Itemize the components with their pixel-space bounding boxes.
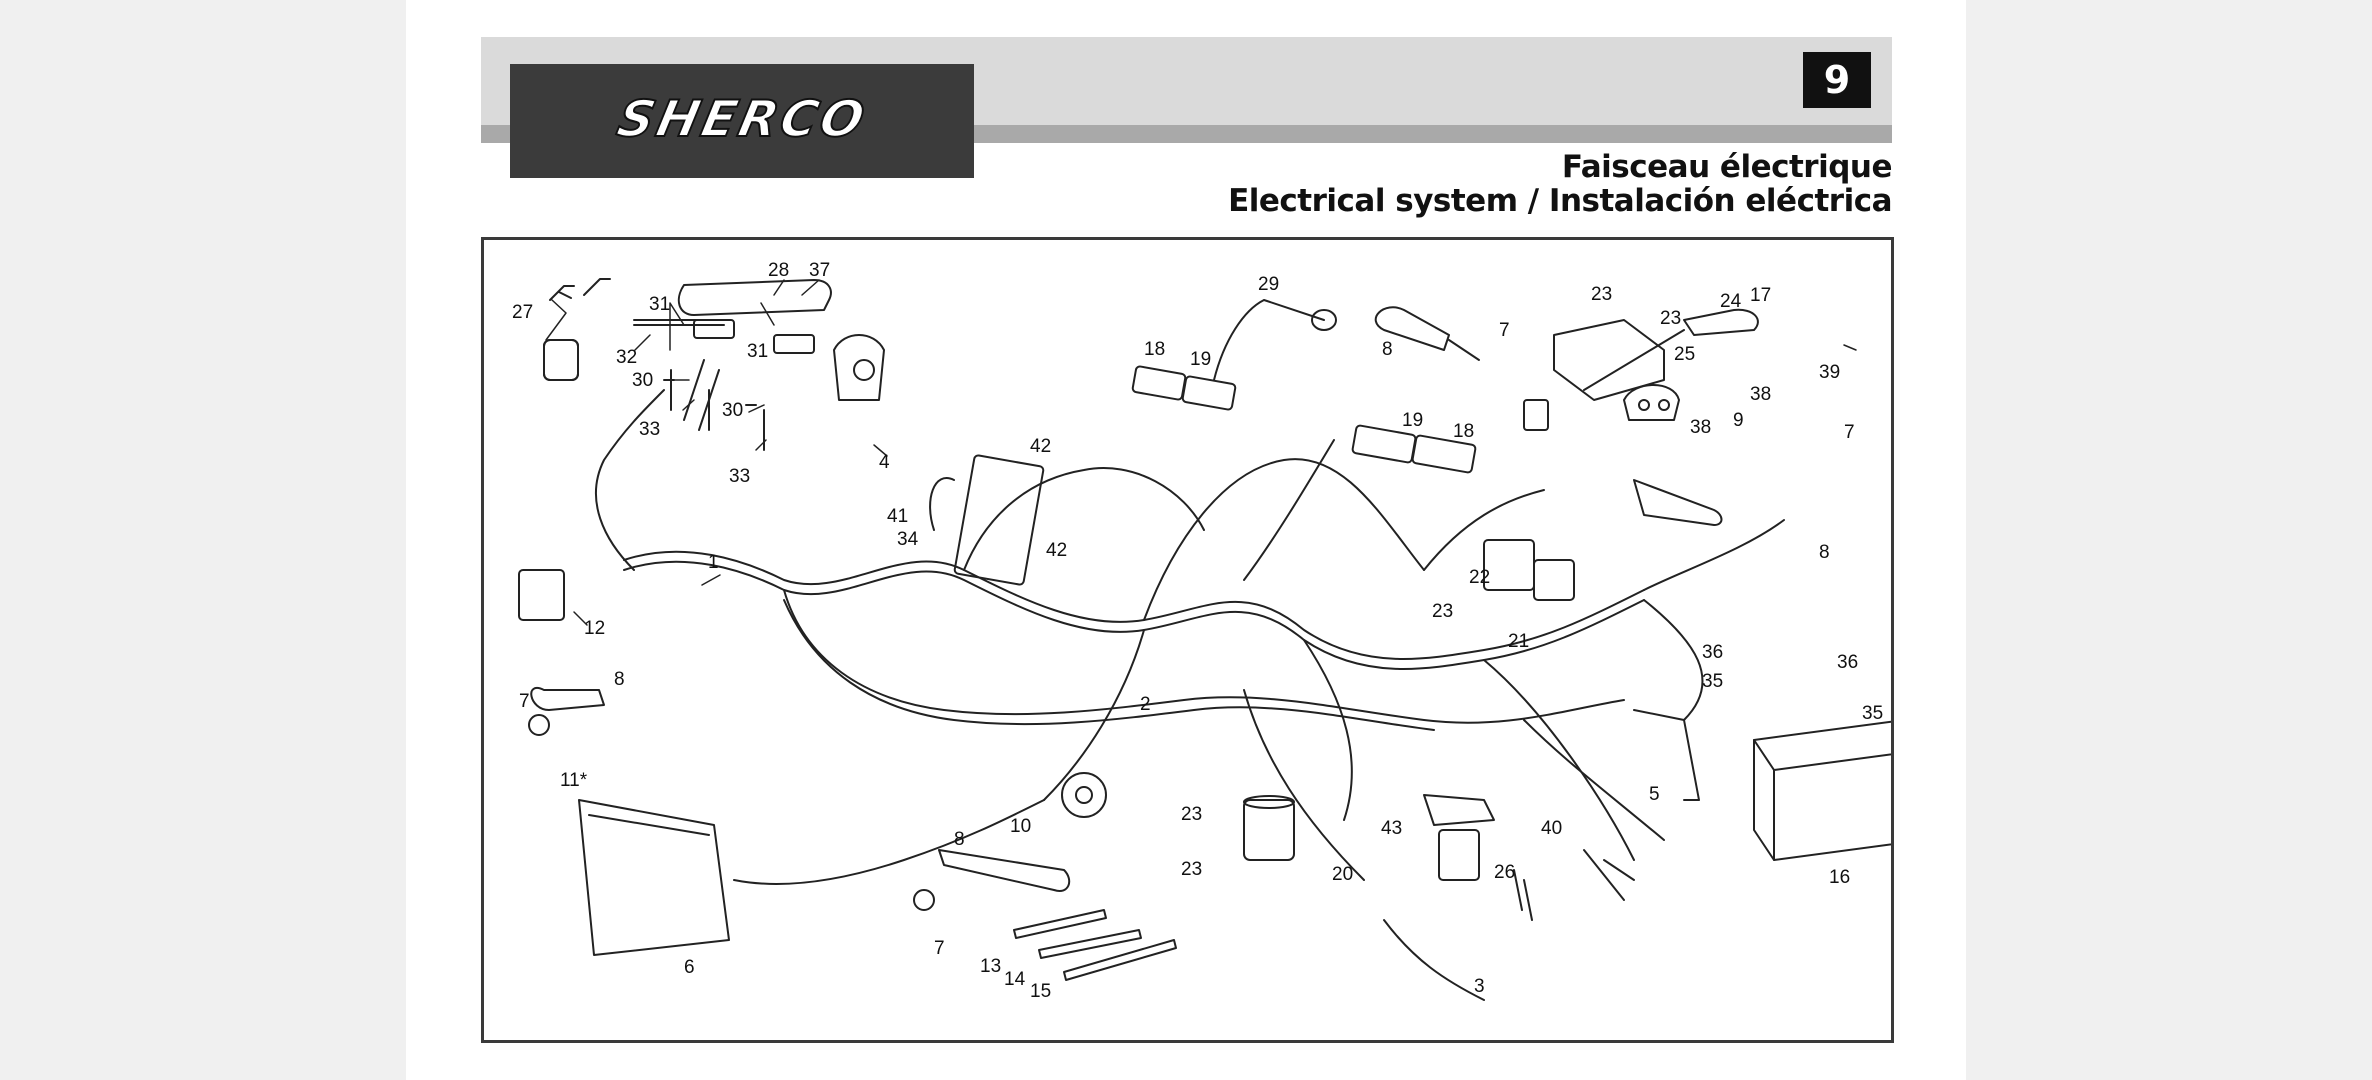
callout-23b: 23 [1660, 308, 1681, 329]
callout-8b: 8 [1819, 542, 1830, 563]
callout-36b: 36 [1837, 652, 1858, 673]
callout-38: 38 [1750, 384, 1771, 405]
callout-6: 6 [684, 957, 695, 978]
manual-page: SHERCO 9 Faisceau électrique Electrical … [406, 0, 1966, 1080]
callout-19: 19 [1190, 349, 1211, 370]
battery-16 [1633, 709, 1891, 861]
turn-signal-rear-right [1633, 479, 1723, 526]
wiring-diagram: 27 28 37 31 32 30 33 31 30 33 4 1 12 41 … [512, 260, 1891, 1002]
page-title: Faisceau électrique Electrical system / … [1228, 150, 1892, 218]
callout-26: 26 [1494, 862, 1515, 883]
callout-40: 40 [1541, 818, 1562, 839]
callout-4: 4 [879, 452, 890, 473]
turn-signal-front-right [1374, 306, 1480, 361]
cable-ties [1013, 909, 1177, 981]
callout-31: 31 [649, 294, 670, 315]
callout-21: 21 [1508, 631, 1529, 652]
callout-30b: 30 [722, 400, 743, 421]
cdi-unit [929, 454, 1045, 586]
callout-41: 41 [887, 506, 908, 527]
front-turn-signal-left [528, 687, 605, 736]
callout-8c: 8 [614, 669, 625, 690]
callout-3: 3 [1474, 976, 1485, 997]
callout-39: 39 [1819, 362, 1840, 383]
callout-14: 14 [1004, 969, 1026, 990]
flasher-25 [1523, 319, 1665, 431]
callout-1: 1 [708, 552, 719, 573]
callout-7b: 7 [1844, 422, 1855, 443]
plug-29 [1213, 299, 1337, 381]
callout-8d: 8 [954, 829, 965, 850]
callout-42b: 42 [1046, 540, 1067, 561]
callout-10: 10 [1010, 816, 1031, 837]
bolts-30-33 [663, 359, 765, 451]
callout-7c: 7 [519, 691, 530, 712]
turn-signal-39 [1583, 308, 1759, 391]
relays-18-19 [1131, 365, 1477, 474]
callout-37: 37 [809, 260, 830, 281]
brand-logo-text: SHERCO [612, 90, 872, 148]
rear-turn-signal-left [913, 849, 1071, 911]
callout-23: 23 [1591, 284, 1612, 305]
callout-2: 2 [1140, 694, 1151, 715]
callout-18: 18 [1144, 339, 1165, 360]
ignition-switch [543, 278, 611, 381]
callout-43: 43 [1381, 818, 1402, 839]
dashboard [633, 279, 832, 354]
callout-20: 20 [1332, 864, 1353, 885]
leader-lines [545, 279, 1857, 626]
starter-relay-21 [1483, 539, 1575, 601]
callout-29: 29 [1258, 274, 1279, 295]
callout-23e: 23 [1181, 859, 1202, 880]
regulator-12 [518, 569, 565, 621]
wiring-diagram-frame: 27 28 37 31 32 30 33 31 30 33 4 1 12 41 … [481, 237, 1894, 1043]
callout-15: 15 [1030, 981, 1051, 1002]
callout-24: 24 [1720, 291, 1742, 312]
page-number: 9 [1803, 52, 1871, 108]
callout-22: 22 [1469, 567, 1490, 588]
callout-18b: 18 [1453, 421, 1474, 442]
callout-28: 28 [768, 260, 789, 281]
callout-5: 5 [1649, 784, 1660, 805]
brand-logo: SHERCO [510, 64, 974, 178]
callout-35: 35 [1702, 671, 1723, 692]
callout-27: 27 [512, 302, 533, 323]
tail-light-38 [1623, 384, 1680, 421]
title-english-spanish: Electrical system / Instalación eléctric… [1228, 183, 1892, 219]
callout-23d: 23 [1181, 804, 1202, 825]
callout-33: 33 [639, 419, 660, 440]
callout-19b: 19 [1402, 410, 1423, 431]
main-harness [595, 389, 1785, 1001]
callout-25: 25 [1674, 344, 1695, 365]
bracket-43-40 [1423, 794, 1495, 881]
callout-31b: 31 [747, 341, 768, 362]
callout-23c: 23 [1432, 601, 1453, 622]
callout-numbers: 27 28 37 31 32 30 33 31 30 33 4 1 12 41 … [512, 260, 1883, 1002]
callout-33b: 33 [729, 466, 750, 487]
ignition-coil-20 [1243, 795, 1295, 861]
headlight-11 [578, 799, 730, 956]
callout-36: 36 [1702, 642, 1723, 663]
callout-32: 32 [616, 347, 637, 368]
title-french: Faisceau électrique [1561, 149, 1893, 185]
handlebar-switch [833, 334, 885, 401]
callout-42: 42 [1030, 436, 1051, 457]
callout-38b: 38 [1690, 417, 1711, 438]
callout-16: 16 [1829, 867, 1850, 888]
callout-7: 7 [1499, 320, 1510, 341]
callout-30: 30 [632, 370, 653, 391]
wire-tips [1513, 849, 1635, 921]
callout-9: 9 [1733, 410, 1744, 431]
callout-12: 12 [584, 618, 605, 639]
callout-13: 13 [980, 956, 1001, 977]
callout-17: 17 [1750, 285, 1771, 306]
horn-10 [1061, 772, 1107, 818]
callout-34: 34 [897, 529, 919, 550]
callout-35b: 35 [1862, 703, 1883, 724]
callout-8: 8 [1382, 339, 1393, 360]
callout-7d: 7 [934, 938, 945, 959]
callout-11: 11* [560, 770, 588, 791]
